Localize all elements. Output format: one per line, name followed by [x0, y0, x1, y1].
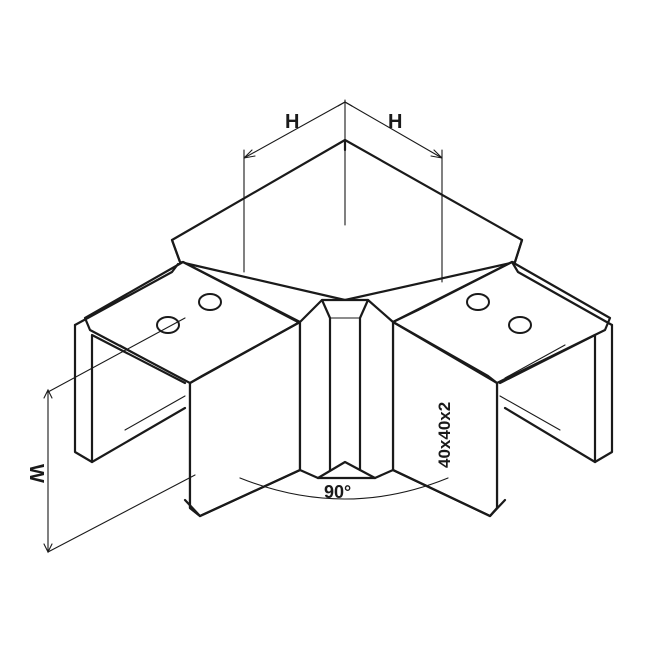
- angle-label: 90°: [324, 482, 351, 502]
- bolt-hole-right-front: [508, 316, 532, 334]
- dimension-w: [43, 317, 196, 554]
- bolt-holes: [156, 293, 532, 334]
- top-plate: [170, 138, 524, 302]
- bolt-hole-left-front: [156, 316, 180, 334]
- left-arm: [73, 260, 302, 518]
- dim-h-right-label: H: [388, 111, 402, 133]
- bolt-hole-right-back: [466, 293, 490, 311]
- dim-h-left-label: H: [285, 111, 299, 133]
- angle-marker: [239, 477, 449, 500]
- dim-w-label: W: [25, 464, 47, 483]
- profile-label: 40x40x2: [435, 402, 454, 468]
- dimension-h: [243, 99, 443, 283]
- center-corner: [298, 298, 395, 480]
- bolt-hole-left-back: [198, 293, 222, 311]
- right-arm: [391, 260, 614, 518]
